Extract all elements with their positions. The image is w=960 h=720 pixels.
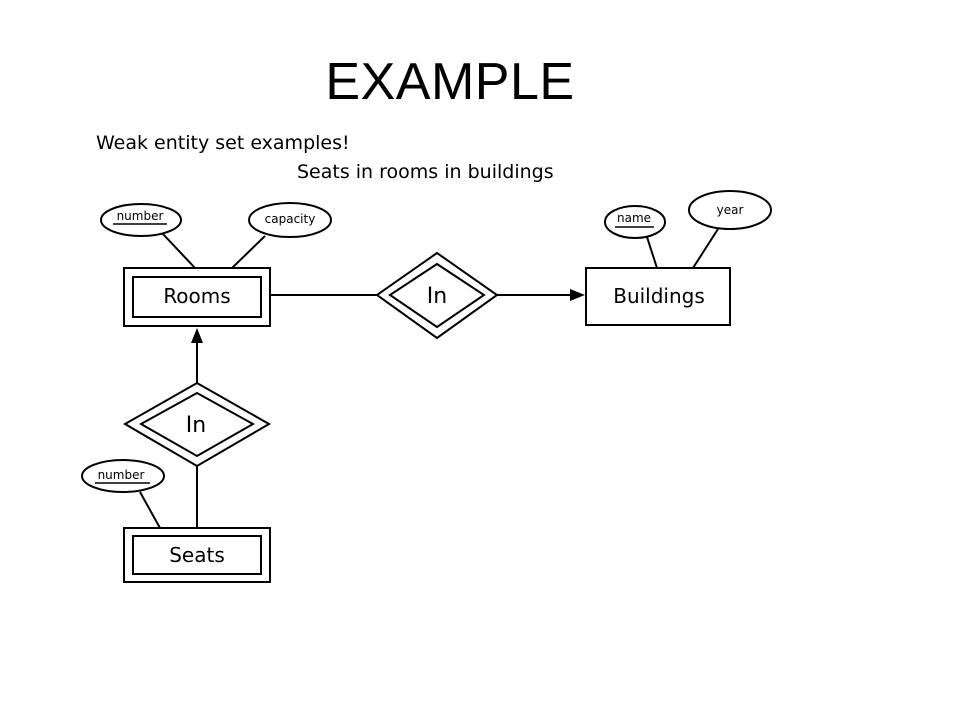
attribute-buildings-name-label: name bbox=[617, 211, 651, 225]
line-number-seats bbox=[139, 491, 161, 529]
attribute-buildings-year-label: year bbox=[717, 203, 744, 217]
line-year-buildings bbox=[692, 228, 719, 269]
attribute-rooms-capacity: capacity bbox=[248, 202, 332, 238]
entity-buildings-label: Buildings bbox=[613, 284, 705, 308]
entity-seats-label: Seats bbox=[169, 543, 225, 567]
attribute-seats-number: number bbox=[81, 459, 165, 493]
attribute-rooms-number-label: number bbox=[117, 209, 164, 223]
entity-seats: Seats bbox=[123, 527, 271, 583]
relationship-seats-in-rooms: In bbox=[122, 381, 272, 468]
line-number-rooms bbox=[161, 232, 196, 269]
relationship-seats-in-rooms-label: In bbox=[186, 413, 206, 438]
attribute-rooms-capacity-label: capacity bbox=[265, 212, 316, 226]
relationship-rooms-in-buildings: In bbox=[375, 251, 499, 340]
entity-rooms: Rooms bbox=[123, 267, 271, 327]
relationship-rooms-in-buildings-label: In bbox=[427, 284, 447, 309]
line-capacity-rooms bbox=[231, 235, 266, 269]
entity-buildings: Buildings bbox=[585, 267, 731, 326]
arrowhead-buildings bbox=[570, 289, 585, 301]
subtitle-weak-entity: Weak entity set examples! bbox=[96, 132, 350, 154]
entity-rooms-label: Rooms bbox=[163, 284, 230, 308]
attribute-buildings-year: year bbox=[688, 190, 772, 230]
slide-title: EXAMPLE bbox=[325, 53, 575, 111]
attribute-rooms-number: number bbox=[100, 203, 182, 237]
attribute-seats-number-label: number bbox=[98, 468, 145, 482]
line-name-buildings bbox=[646, 236, 658, 269]
subtitle-seats-rooms-buildings: Seats in rooms in buildings bbox=[297, 161, 554, 183]
attribute-buildings-name: name bbox=[604, 205, 666, 239]
arrowhead-rooms bbox=[191, 328, 203, 343]
